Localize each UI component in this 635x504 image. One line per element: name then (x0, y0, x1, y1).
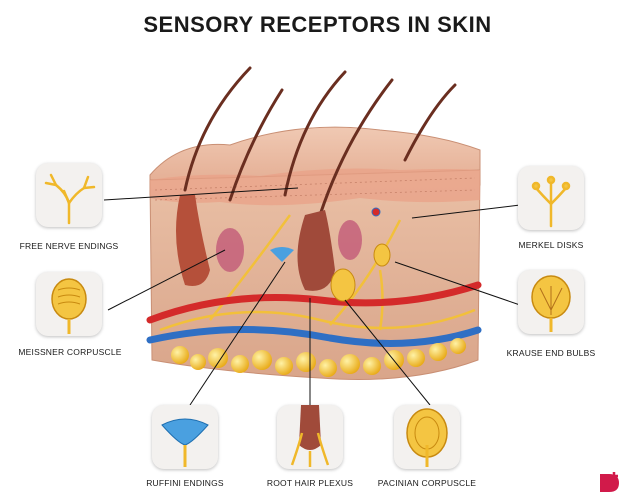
hair-follicles (176, 195, 362, 291)
leader-lines (103, 187, 521, 406)
meissner-corpuscle-icon (36, 272, 102, 336)
receptor-label: ROOT HAIR PLEXUS (266, 478, 354, 488)
page-title: SENSORY RECEPTORS IN SKIN (143, 12, 492, 37)
ruffini-endings-icon (152, 405, 218, 469)
brand-logo-icon (600, 472, 619, 492)
krause-end-bulbs-icon (518, 270, 584, 334)
receptor-label: PACINIAN CORPUSCLE (377, 478, 477, 488)
receptor-label: KRAUSE END BULBS (506, 348, 596, 358)
receptor-label: MERKEL DISKS (518, 240, 584, 250)
receptor-label: FREE NERVE ENDINGS (19, 241, 119, 251)
fat-layer (171, 338, 466, 377)
blood-vessels (146, 281, 482, 347)
pacinian-corpuscle-icon (394, 405, 460, 469)
merkel-disks-icon (518, 166, 584, 230)
hair-shafts (183, 66, 457, 217)
receptor-label: MEISSNER CORPUSCLE (18, 347, 122, 357)
embedded-receptors (270, 207, 391, 302)
root-hair-plexus-icon (277, 405, 343, 469)
receptor-label: RUFFINI ENDINGS (146, 478, 224, 488)
free-nerve-endings-icon (36, 163, 102, 227)
